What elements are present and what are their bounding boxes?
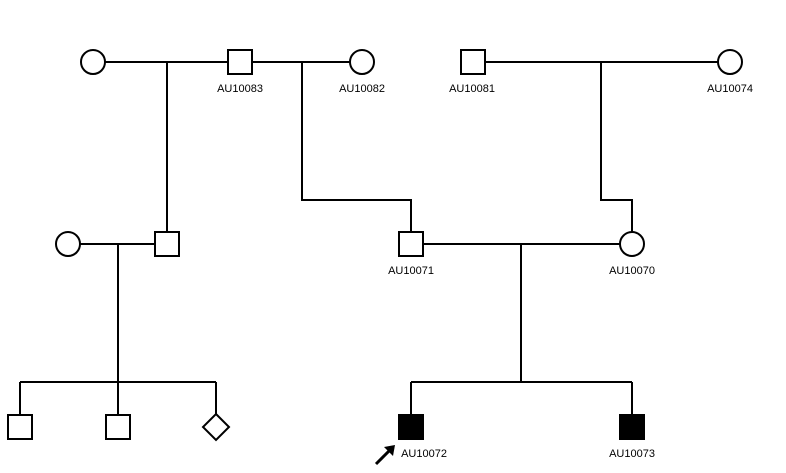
male-au10081 — [460, 49, 486, 75]
descent-line-au10071 — [301, 62, 412, 232]
female-au10074 — [717, 49, 743, 75]
male-unlabeled-gen3-2 — [105, 414, 131, 440]
male-unlabeled-gen3-1 — [7, 414, 33, 440]
male-au10073-affected — [619, 414, 645, 440]
proband-arrow-icon — [374, 445, 395, 466]
label-au10071: AU10071 — [388, 265, 434, 277]
label-au10070: AU10070 — [609, 265, 655, 277]
female-unlabeled-gen1-left — [80, 49, 106, 75]
label-au10072: AU10072 — [401, 448, 447, 460]
label-au10082: AU10082 — [339, 83, 385, 95]
label-au10083: AU10083 — [217, 83, 263, 95]
label-au10074: AU10074 — [707, 83, 753, 95]
male-au10072-affected — [398, 414, 424, 440]
male-au10071 — [398, 231, 424, 257]
female-au10070 — [619, 231, 645, 257]
male-unlabeled-gen2-left — [154, 231, 180, 257]
pedigree-individuals — [7, 49, 743, 466]
unknown-sex-gen3-3 — [201, 412, 231, 442]
pedigree-labels: AU10083 AU10082 AU10081 AU10074 AU10071 … — [217, 83, 753, 460]
male-au10083 — [227, 49, 253, 75]
descent-line-au10070 — [600, 62, 633, 232]
female-unlabeled-gen2-left — [55, 231, 81, 257]
label-au10081: AU10081 — [449, 83, 495, 95]
pedigree-lines — [19, 61, 718, 415]
label-au10073: AU10073 — [609, 448, 655, 460]
female-au10082 — [349, 49, 375, 75]
